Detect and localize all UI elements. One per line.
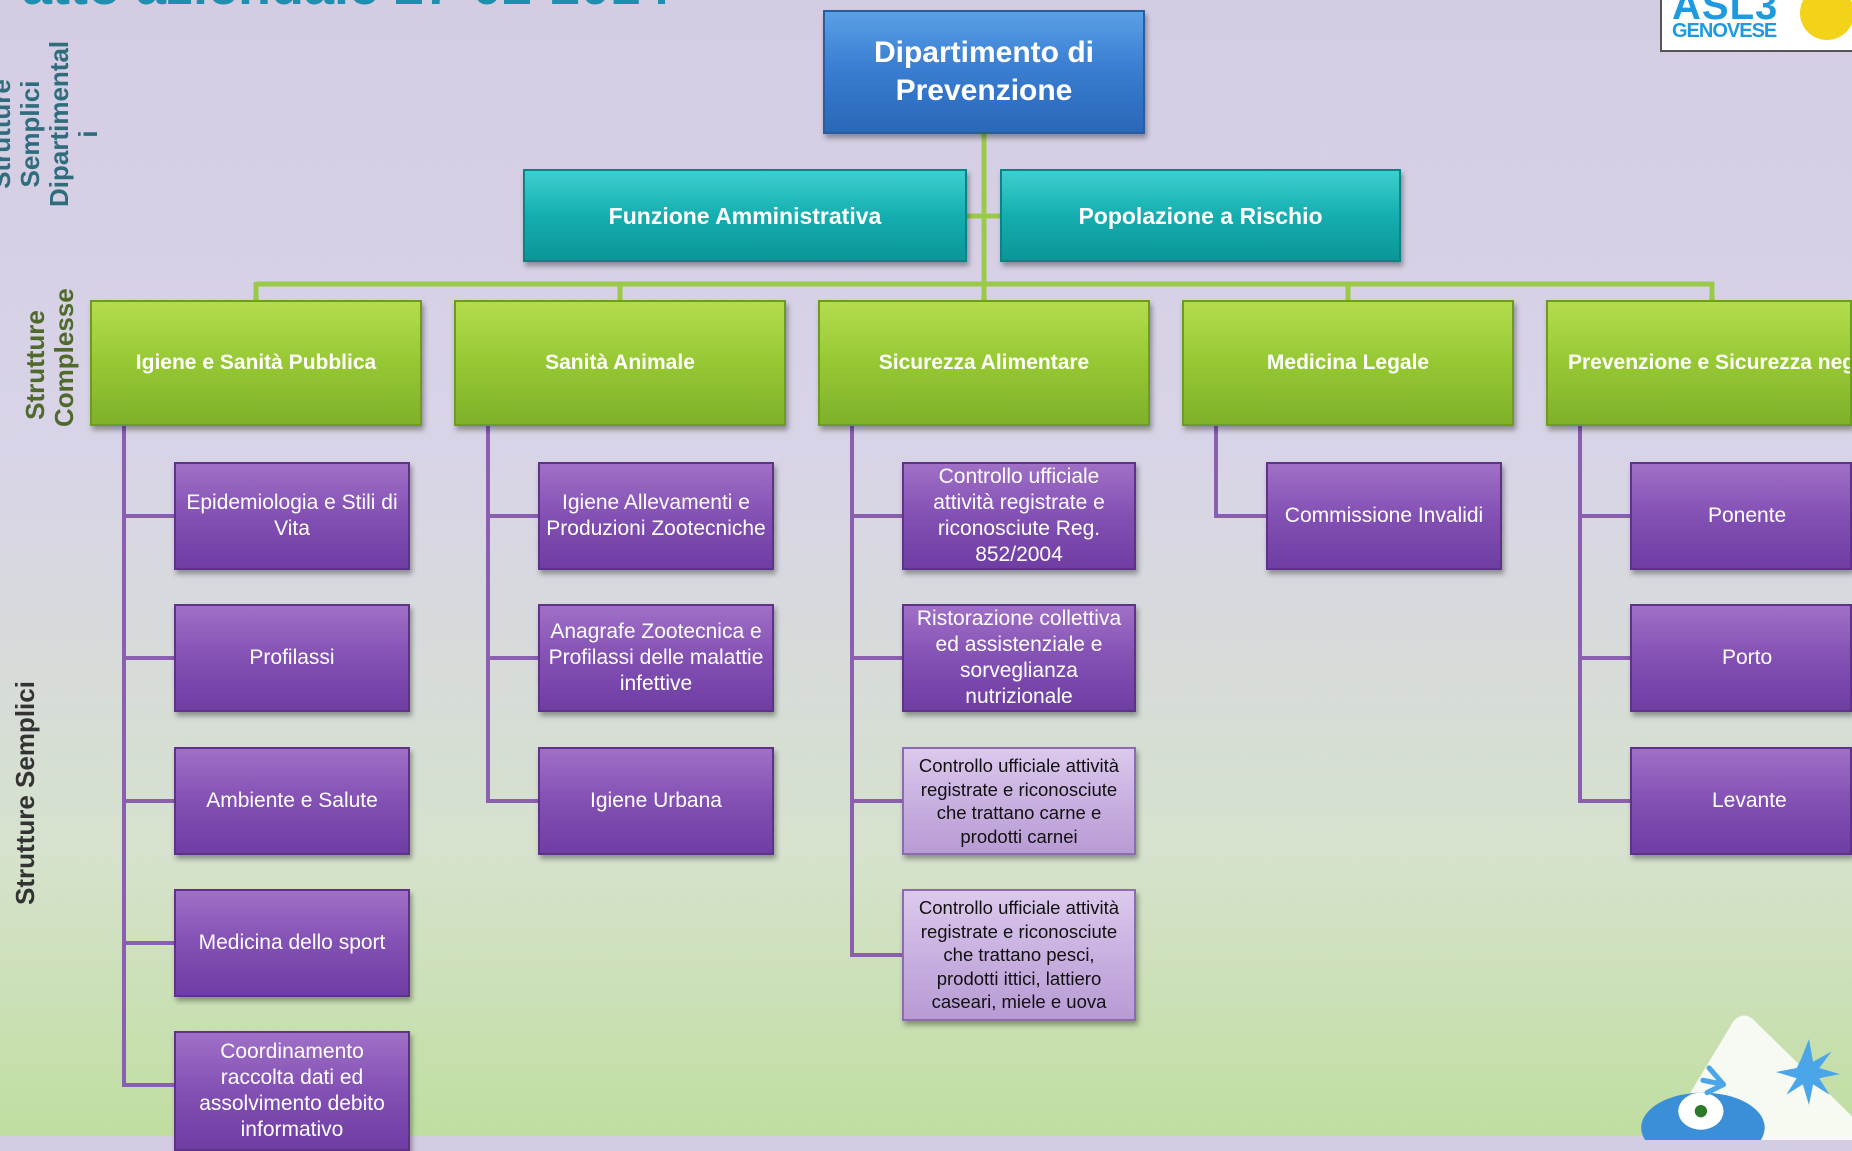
node-porto: Porto [1630, 604, 1852, 712]
node-levante: Levante [1630, 747, 1852, 855]
node-epidemiologia: Epidemiologia e Stili di Vita [174, 462, 410, 570]
asl-logo: ASL3 GENOVESE [1660, 0, 1852, 52]
node-dipartimento-prevenzione: Dipartimento di Prevenzione [823, 10, 1145, 134]
purple-connectors [122, 426, 1630, 1087]
node-sanita-animale: Sanità Animale [454, 300, 786, 426]
node-anagrafe-zootecnica: Anagrafe Zootecnica e Profilassi delle m… [538, 604, 774, 712]
page-title: atto aziendale 27-02-2014 [22, 0, 670, 14]
node-coordinamento-dati: Coordinamento raccolta dati ed assolvime… [174, 1031, 410, 1151]
node-controllo-pesci: Controllo ufficiale attività registrate … [902, 889, 1136, 1021]
logo-swoosh-icon [1800, 0, 1852, 40]
node-commissione-invalidi: Commissione Invalidi [1266, 462, 1502, 570]
node-ristorazione-collettiva: Ristorazione collettiva ed assistenziale… [902, 604, 1136, 712]
node-igiene-urbana: Igiene Urbana [538, 747, 774, 855]
node-popolazione-a-rischio: Popolazione a Rischio [1000, 169, 1401, 262]
node-ponente: Ponente [1630, 462, 1852, 570]
node-igiene-sanita-pubblica: Igiene e Sanità Pubblica [90, 300, 422, 426]
node-controllo-reg-852: Controllo ufficiale attività registrate … [902, 462, 1136, 570]
node-prevenzione-label: Prevenzione e Sicurezza negli Ambienti d… [1568, 351, 1850, 374]
node-controllo-carne: Controllo ufficiale attività registrate … [902, 747, 1136, 855]
node-profilassi: Profilassi [174, 604, 410, 712]
logo-top-text: ASL3 [1672, 0, 1779, 28]
green-connectors [253, 134, 1715, 300]
node-igiene-allevamenti: Igiene Allevamenti e Produzioni Zootecni… [538, 462, 774, 570]
node-sicurezza-alimentare: Sicurezza Alimentare [818, 300, 1150, 426]
node-medicina-legale: Medicina Legale [1182, 300, 1514, 426]
node-funzione-amministrativa: Funzione Amministrativa [523, 169, 967, 262]
node-prevenzione-sicurezza-lavoro: Prevenzione e Sicurezza negli Ambienti d… [1546, 300, 1852, 426]
logo-text: GENOVESE [1672, 20, 1777, 42]
mascot-illustration [1641, 1015, 1852, 1140]
node-medicina-sport: Medicina dello sport [174, 889, 410, 997]
node-ambiente-salute: Ambiente e Salute [174, 747, 410, 855]
